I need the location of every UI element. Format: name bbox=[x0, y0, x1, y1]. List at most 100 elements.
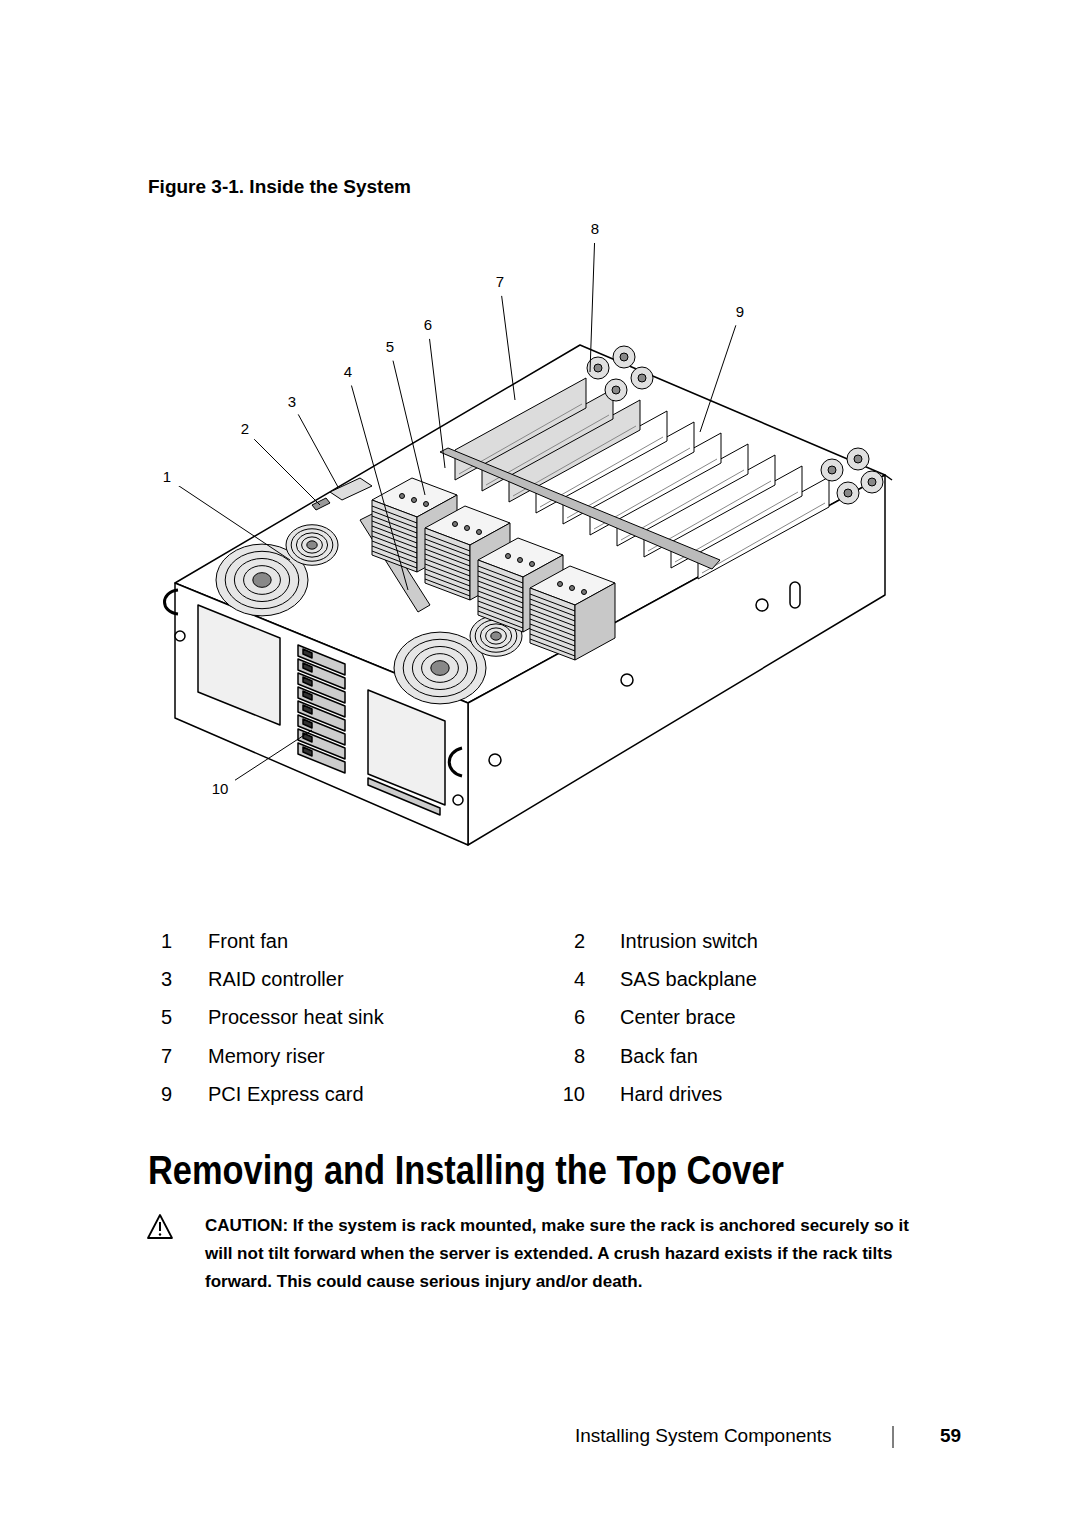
heat-sink-fin bbox=[530, 639, 575, 656]
heat-pipe bbox=[506, 554, 511, 559]
heat-sink-fin bbox=[425, 579, 470, 596]
heat-sink-fin bbox=[372, 546, 417, 563]
callout: 1 bbox=[152, 468, 182, 486]
heat-sink-fin bbox=[478, 576, 523, 593]
rack-handle bbox=[165, 590, 179, 614]
back-fan-hub bbox=[868, 478, 876, 486]
fan-ring bbox=[412, 646, 467, 689]
legend-number: 7 bbox=[140, 1044, 172, 1068]
heat-sink-front bbox=[478, 560, 523, 632]
leader-line bbox=[351, 386, 408, 590]
chassis-edge bbox=[885, 475, 892, 480]
chassis bbox=[165, 345, 893, 845]
drive-latch bbox=[303, 663, 312, 672]
callout: 3 bbox=[277, 393, 307, 411]
heat-sink-fin bbox=[425, 554, 470, 571]
heat-pipe bbox=[412, 498, 417, 503]
back-fan bbox=[847, 448, 869, 470]
heat-sink-fin bbox=[478, 606, 523, 623]
leader-line bbox=[178, 485, 290, 560]
back-fan bbox=[605, 379, 627, 401]
front-panel bbox=[175, 583, 468, 845]
leader-line bbox=[502, 296, 515, 400]
heat-sink-fin bbox=[372, 541, 417, 558]
legend-number: 3 bbox=[140, 967, 172, 991]
heat-sink-fin bbox=[372, 551, 417, 568]
heat-sink-front bbox=[425, 528, 470, 600]
heat-sink-fin bbox=[425, 569, 470, 586]
leader-line bbox=[178, 243, 736, 783]
fan-ring bbox=[480, 624, 511, 648]
fan-ring bbox=[302, 537, 323, 553]
drive-latch bbox=[303, 649, 312, 658]
caution-mark bbox=[159, 1233, 161, 1235]
fan-ring bbox=[291, 529, 333, 561]
legend-number: 1 bbox=[140, 929, 172, 953]
fan-ring bbox=[403, 639, 477, 696]
heat-sink-fin bbox=[425, 549, 470, 566]
heat-sink-fin bbox=[425, 544, 470, 561]
leader-line bbox=[254, 439, 320, 505]
side-hole bbox=[621, 674, 633, 686]
heat-sink-fin bbox=[530, 594, 575, 611]
callout: 9 bbox=[725, 303, 755, 321]
fan-hub bbox=[491, 632, 501, 640]
legend-text: SAS backplane bbox=[620, 967, 757, 991]
fan-ring bbox=[234, 558, 289, 601]
callout: 4 bbox=[333, 363, 363, 381]
heat-sink-fin bbox=[478, 571, 523, 588]
legend-text: Front fan bbox=[208, 929, 288, 953]
footer-text: Installing System Components bbox=[575, 1425, 832, 1448]
legend-text: Memory riser bbox=[208, 1044, 325, 1068]
heat-sink-fin bbox=[530, 609, 575, 626]
caution-mark bbox=[159, 1222, 161, 1231]
legend-number: 6 bbox=[553, 1005, 585, 1029]
caution-note: CAUTION: If the system is rack mounted, … bbox=[205, 1212, 940, 1296]
leader-line bbox=[430, 339, 445, 468]
side-slot bbox=[790, 582, 800, 608]
callout: 10 bbox=[205, 780, 235, 798]
back-fan-hub bbox=[612, 386, 620, 394]
callout: 6 bbox=[413, 316, 443, 334]
heat-sink-fin bbox=[478, 591, 523, 608]
rack-handle bbox=[449, 748, 462, 776]
heat-sink-fin bbox=[478, 566, 523, 583]
fan-ring bbox=[296, 533, 327, 557]
hard-drive-bays bbox=[298, 645, 345, 773]
legend-number: 5 bbox=[140, 1005, 172, 1029]
heat-sink-fin bbox=[372, 511, 417, 528]
heat-sink-fin bbox=[372, 536, 417, 553]
heat-sink-fin bbox=[530, 604, 575, 621]
center-brace bbox=[440, 448, 720, 569]
heat-sink-fin bbox=[425, 534, 470, 551]
fan-ring bbox=[225, 551, 299, 608]
drive-latch bbox=[303, 719, 312, 728]
drive-latch bbox=[303, 691, 312, 700]
legend-text: Hard drives bbox=[620, 1082, 722, 1106]
heat-sink-fin bbox=[530, 634, 575, 651]
back-fan bbox=[861, 471, 883, 493]
fan-ring bbox=[244, 566, 281, 595]
back-fan-hub bbox=[594, 364, 602, 372]
back-fan bbox=[821, 459, 843, 481]
legend-number: 10 bbox=[553, 1082, 585, 1106]
heat-sink-fin bbox=[530, 629, 575, 646]
legend-text: RAID controller bbox=[208, 967, 344, 991]
heat-sink-fin bbox=[530, 619, 575, 636]
heat-sink-fin bbox=[425, 559, 470, 576]
heat-sink-fin bbox=[478, 581, 523, 598]
callout: 5 bbox=[375, 338, 405, 356]
fan-ring bbox=[422, 654, 459, 683]
back-fan-hub bbox=[854, 455, 862, 463]
heat-pipe bbox=[518, 558, 523, 563]
drive-latch bbox=[303, 733, 312, 742]
legend-number: 9 bbox=[140, 1082, 172, 1106]
heat-pipe bbox=[453, 522, 458, 527]
legend-text: Back fan bbox=[620, 1044, 698, 1068]
heat-sink-fin bbox=[425, 574, 470, 591]
caution-icon bbox=[148, 1215, 172, 1238]
heat-pipe bbox=[582, 590, 587, 595]
heat-sink-fin bbox=[425, 539, 470, 556]
side-hole bbox=[489, 754, 501, 766]
